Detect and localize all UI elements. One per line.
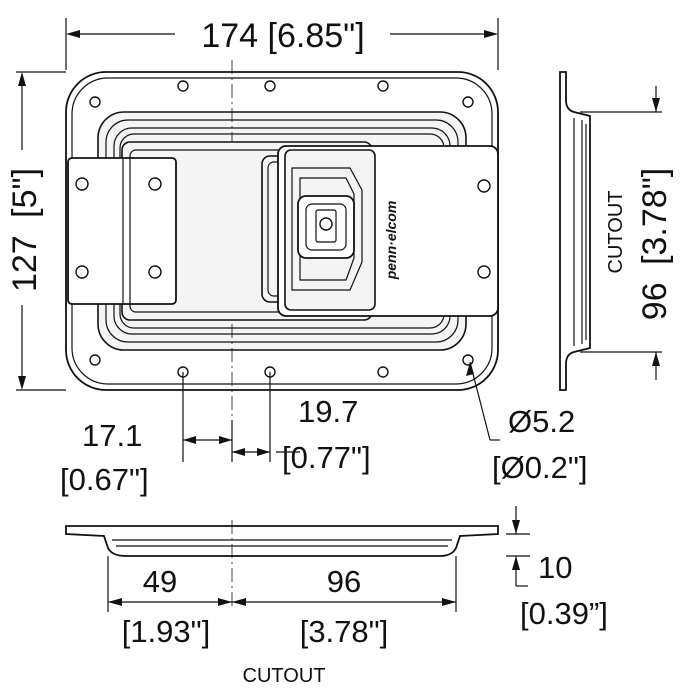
hole-left-in: [0.67"]	[60, 462, 149, 497]
hole-offset-dimensions: 17.1 [0.67"] 19.7 [0.77"]	[60, 372, 371, 497]
height-label-in: [5"]	[6, 168, 44, 218]
hole-center-mm: 19.7	[298, 394, 358, 429]
width-dimension: 174 [6.85"]	[65, 17, 499, 70]
height-label-mm: 127	[6, 235, 44, 292]
diameter-mm: Ø5.2	[508, 404, 575, 439]
bottom-left-in: [1.93"]	[122, 614, 211, 649]
width-label: 174 [6.85"]	[201, 17, 364, 55]
bottom-view: 10 [0.39”]	[65, 506, 608, 631]
height-dimension: 127 [5"]	[6, 71, 66, 391]
side-cutout-label: CUTOUT	[605, 191, 627, 274]
hole-diameter-callout: Ø5.2 [Ø0.2"]	[466, 361, 587, 485]
bottom-right-in: [3.78"]	[300, 614, 389, 649]
bottom-cutout-label: CUTOUT	[243, 665, 326, 687]
side-view: CUTOUT 96 [3.78"]	[559, 71, 674, 391]
depth-mm: 10	[538, 550, 572, 585]
hole-left-mm: 17.1	[82, 418, 142, 453]
depth-in: [0.39”]	[520, 596, 608, 631]
hole-center-in: [0.77"]	[282, 440, 371, 475]
bottom-left-mm: 49	[143, 564, 177, 599]
bottom-right-mm: 96	[327, 564, 361, 599]
bottom-cutout-dimensions: 49 [1.93"] 96 [3.78"] CUTOUT	[107, 556, 457, 687]
front-view: penn·elcom	[65, 60, 499, 420]
cam-lock	[297, 195, 355, 259]
svg-text:96 [3.78"]: 96 [3.78"]	[636, 168, 674, 320]
side-cutout-in: [3.78"]	[636, 168, 674, 265]
svg-text:127 [5"]: 127 [5"]	[6, 168, 44, 292]
diameter-in: [Ø0.2"]	[492, 450, 587, 485]
brand-logo: penn·elcom	[383, 201, 399, 281]
side-cutout-mm: 96	[636, 282, 674, 320]
